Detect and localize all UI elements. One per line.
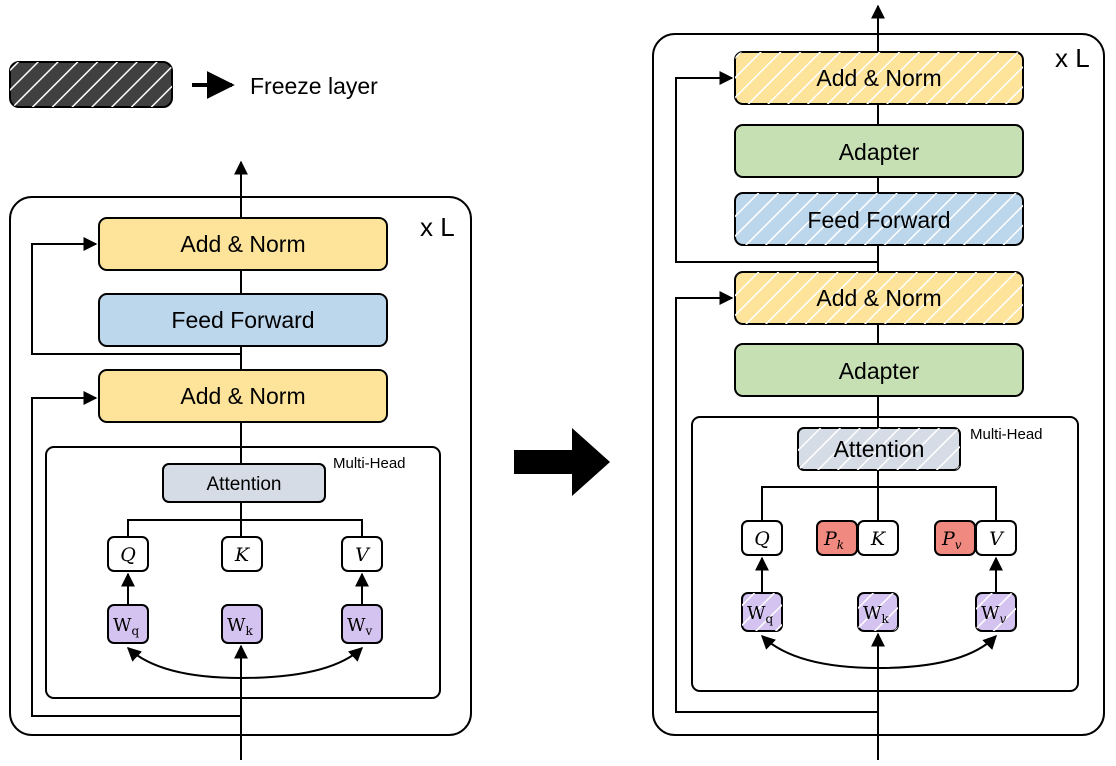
right-v-label: V (989, 528, 1005, 550)
legend: Freeze layer (9, 61, 378, 108)
left-add-norm-bottom (98, 369, 388, 423)
right-input-curve-q (760, 635, 879, 669)
right-wv-label: Wv (981, 603, 1007, 626)
right-v-box (975, 520, 1017, 556)
left-wq-label: Wq (113, 615, 140, 638)
right-multi-head-label: Multi-Head (970, 426, 1043, 443)
left-multi-head-label: Multi-Head (333, 455, 406, 472)
left-feed-forward-label: Feed Forward (171, 307, 314, 333)
legend-label: Freeze layer (250, 73, 378, 99)
left-attention (162, 463, 326, 503)
right-pk-label: Pk (823, 528, 844, 552)
left-repeat-label: x L (420, 212, 455, 242)
right-add-norm-top-label: Add & Norm (816, 65, 941, 91)
right-wk-hatch (858, 593, 898, 631)
left-q-box (107, 536, 149, 572)
right-adapter-top-label: Adapter (839, 139, 920, 165)
right-k-box (857, 520, 899, 556)
freeze-legend-hatch (10, 62, 172, 107)
right-feed-forward-hatch (735, 193, 1023, 245)
left-input-curve-v (240, 647, 364, 679)
left-add-norm-top (98, 217, 388, 271)
right-input-curve-v (877, 634, 997, 669)
right-adapter-bottom-label: Adapter (839, 358, 920, 384)
left-q-label: Q (120, 544, 136, 566)
right-residual-top (675, 71, 878, 263)
left-wk-label: Wk (227, 615, 254, 638)
left-residual-top (31, 237, 241, 355)
left-wv-label: Wv (347, 615, 373, 638)
right-adapter-top (734, 124, 1024, 178)
left-add-norm-top-label: Add & Norm (180, 231, 305, 257)
right-wq-hatch (742, 593, 782, 631)
right-add-norm-bottom-hatch (735, 272, 1023, 324)
transform-arrow (514, 428, 610, 496)
right-wq-label: Wq (747, 603, 774, 626)
left-residual-bottom (31, 391, 241, 717)
left-add-norm-bottom-label: Add & Norm (180, 383, 305, 409)
left-qkv-bus (127, 519, 363, 538)
right-q-label: Q (754, 528, 770, 550)
left-feed-forward (98, 293, 388, 347)
right-q-box (741, 520, 783, 556)
left-k-label: K (234, 544, 251, 566)
right-add-norm-top-hatch (735, 52, 1023, 104)
right-wv-hatch (976, 593, 1016, 631)
right-wk-label: Wk (863, 603, 890, 626)
right-feed-forward-label: Feed Forward (807, 207, 950, 233)
left-wv-box (341, 604, 383, 644)
right-qkv-bus (761, 486, 997, 522)
left-input-curve-q (126, 647, 242, 679)
left-diagram: x L Add & Norm Feed Forward Add & Norm M… (9, 160, 472, 760)
right-attention-hatch (798, 428, 960, 470)
right-repeat-label: x L (1055, 43, 1090, 73)
right-residual-bottom (675, 291, 878, 713)
left-attention-label: Attention (207, 474, 282, 495)
left-v-box (341, 536, 383, 572)
left-wq-box (107, 604, 149, 644)
right-pv-label: Pv (941, 528, 962, 552)
left-v-label: V (355, 544, 371, 566)
left-wk-box (221, 604, 263, 644)
right-k-label: K (870, 528, 887, 550)
right-diagram: x L Add & Norm Adapter Feed Forward Add … (652, 4, 1105, 760)
right-add-norm-bottom-label: Add & Norm (816, 285, 941, 311)
right-attention-label: Attention (834, 436, 925, 462)
left-k-box (221, 536, 263, 572)
